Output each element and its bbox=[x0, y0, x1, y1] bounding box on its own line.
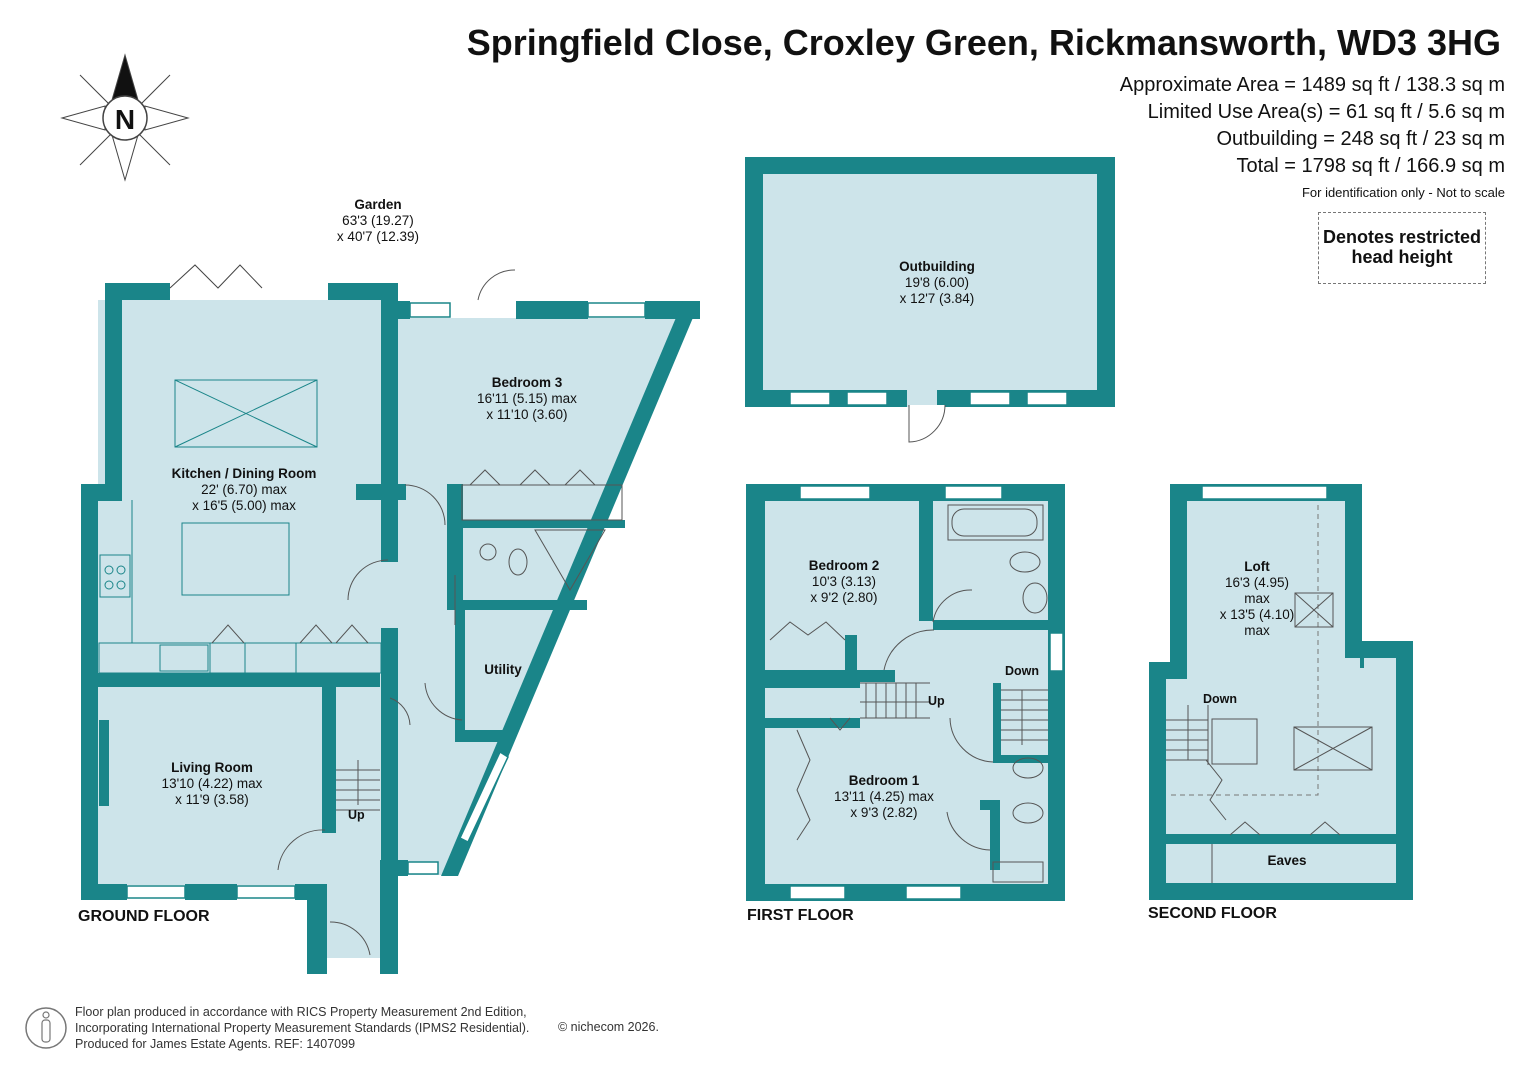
identification-note: For identification only - Not to scale bbox=[1301, 185, 1505, 200]
loft-dim2: max bbox=[1244, 591, 1270, 606]
living-dim2: x 11'9 (3.58) bbox=[175, 792, 249, 807]
first-stairs-down-label: Down bbox=[1005, 664, 1040, 678]
footer-notes: Floor plan produced in accordance with R… bbox=[75, 1004, 529, 1052]
garden-label: Garden 63'3 (19.27) x 40'7 (12.39) bbox=[337, 197, 419, 245]
living-name: Living Room bbox=[171, 760, 253, 775]
utility-name: Utility bbox=[484, 662, 522, 677]
kitchen-name: Kitchen / Dining Room bbox=[171, 466, 317, 481]
bedroom2-name: Bedroom 2 bbox=[808, 558, 880, 573]
second-stairs-down-label: Down bbox=[1203, 692, 1238, 706]
bedroom3-dim1: 16'11 (5.15) max bbox=[477, 391, 577, 406]
ground-floor-plan bbox=[81, 264, 700, 974]
restricted-height-legend: Denotes restricted head height bbox=[1318, 212, 1486, 284]
outbuilding-label: Outbuilding 19'8 (6.00) x 12'7 (3.84) bbox=[899, 259, 975, 307]
garden-dim1: 63'3 (19.27) bbox=[342, 213, 414, 228]
person-icon bbox=[25, 1007, 67, 1049]
loft-dim3: x 13'5 (4.10) bbox=[1219, 607, 1295, 622]
outbuilding-dim1: 19'8 (6.00) bbox=[904, 275, 970, 290]
garden-name: Garden bbox=[354, 197, 402, 212]
bedroom1-dim1: 13'11 (4.25) max bbox=[834, 789, 934, 804]
outbuilding-plan bbox=[745, 157, 1115, 443]
bedroom2-label: Bedroom 2 10'3 (3.13) x 9'2 (2.80) bbox=[809, 558, 880, 606]
loft-dim4: max bbox=[1244, 623, 1270, 638]
compass-icon: N bbox=[60, 53, 190, 182]
copyright-notice: © nichecom 2026. bbox=[558, 1020, 659, 1034]
bedroom1-name: Bedroom 1 bbox=[848, 773, 920, 788]
eaves-name: Eaves bbox=[1267, 853, 1307, 868]
first-floor-plan bbox=[746, 484, 1065, 901]
outbuilding-name: Outbuilding bbox=[899, 259, 975, 274]
loft-dim1: 16'3 (4.95) bbox=[1224, 575, 1290, 590]
footer-line-3: Produced for James Estate Agents. REF: 1… bbox=[75, 1037, 356, 1051]
area-total: Total = 1798 sq ft / 166.9 sq m bbox=[1236, 155, 1506, 177]
living-dim1: 13'10 (4.22) max bbox=[161, 776, 263, 791]
area-approximate: Approximate Area = 1489 sq ft / 138.3 sq… bbox=[1119, 74, 1505, 96]
ground-floor-label: GROUND FLOOR bbox=[78, 908, 210, 925]
bedroom1-label: Bedroom 1 13'11 (4.25) max x 9'3 (2.82) bbox=[834, 773, 934, 821]
compass-letter: N bbox=[115, 104, 135, 135]
living-label: Living Room 13'10 (4.22) max x 11'9 (3.5… bbox=[162, 760, 263, 808]
ground-stairs-up-label: Up bbox=[348, 808, 365, 822]
area-limited-use: Limited Use Area(s) = 61 sq ft / 5.6 sq … bbox=[1147, 101, 1505, 123]
footer-line-2: Incorporating International Property Mea… bbox=[75, 1021, 530, 1035]
kitchen-dim1: 22' (6.70) max bbox=[201, 482, 287, 497]
garden-dim2: x 40'7 (12.39) bbox=[336, 229, 420, 244]
first-floor-label: FIRST FLOOR bbox=[747, 907, 854, 924]
area-outbuilding: Outbuilding = 248 sq ft / 23 sq m bbox=[1216, 128, 1505, 150]
utility-label: Utility bbox=[484, 662, 522, 678]
second-floor-plan bbox=[1149, 484, 1413, 900]
bedroom3-name: Bedroom 3 bbox=[491, 375, 563, 390]
page-title: Springfield Close, Croxley Green, Rickma… bbox=[466, 22, 1501, 63]
loft-label: Loft 16'3 (4.95) max x 13'5 (4.10) max bbox=[1220, 559, 1295, 639]
bedroom1-dim2: x 9'3 (2.82) bbox=[850, 805, 918, 820]
first-stairs-up-label: Up bbox=[928, 694, 945, 708]
bedroom3-label: Bedroom 3 16'11 (5.15) max x 11'10 (3.60… bbox=[477, 375, 577, 423]
footer-line-1: Floor plan produced in accordance with R… bbox=[75, 1005, 527, 1019]
kitchen-label: Kitchen / Dining Room 22' (6.70) max x 1… bbox=[172, 466, 317, 514]
eaves-label: Eaves bbox=[1267, 853, 1306, 869]
legend-line-1: Denotes restricted bbox=[1322, 227, 1482, 247]
bedroom2-dim2: x 9'2 (2.80) bbox=[810, 590, 878, 605]
kitchen-dim2: x 16'5 (5.00) max bbox=[192, 498, 296, 513]
legend-line-2: head height bbox=[1351, 247, 1453, 267]
bedroom2-dim1: 10'3 (3.13) bbox=[811, 574, 877, 589]
loft-name: Loft bbox=[1244, 559, 1270, 574]
bedroom3-dim2: x 11'10 (3.60) bbox=[486, 407, 568, 422]
second-floor-label: SECOND FLOOR bbox=[1148, 905, 1277, 922]
outbuilding-dim2: x 12'7 (3.84) bbox=[899, 291, 975, 306]
